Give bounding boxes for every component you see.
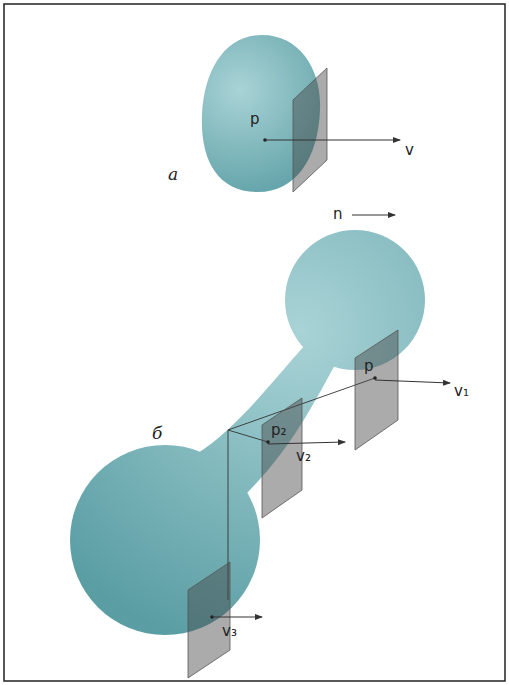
peanut-surface (70, 230, 425, 635)
vector-arrow (268, 442, 345, 444)
frame (4, 4, 505, 681)
vector-arrow (375, 380, 450, 383)
direction-label: n (333, 207, 343, 222)
tangent-plane (355, 330, 398, 450)
panel-letter: б (152, 425, 162, 442)
vector-label: v₃ (222, 624, 237, 639)
tangent-plane (293, 68, 327, 192)
point-label: p₂ (271, 423, 287, 438)
panel-letter: а (168, 166, 178, 183)
tangent-plane (188, 562, 230, 678)
vector-label: v (405, 143, 414, 158)
point-label: p (250, 112, 260, 127)
vector-label: v₁ (454, 384, 469, 399)
point-label: p (364, 359, 374, 374)
vector-label: v₂ (296, 449, 311, 464)
direction-arrow (352, 215, 395, 216)
vector-arrow (265, 140, 400, 141)
vector-arrow (212, 617, 262, 618)
